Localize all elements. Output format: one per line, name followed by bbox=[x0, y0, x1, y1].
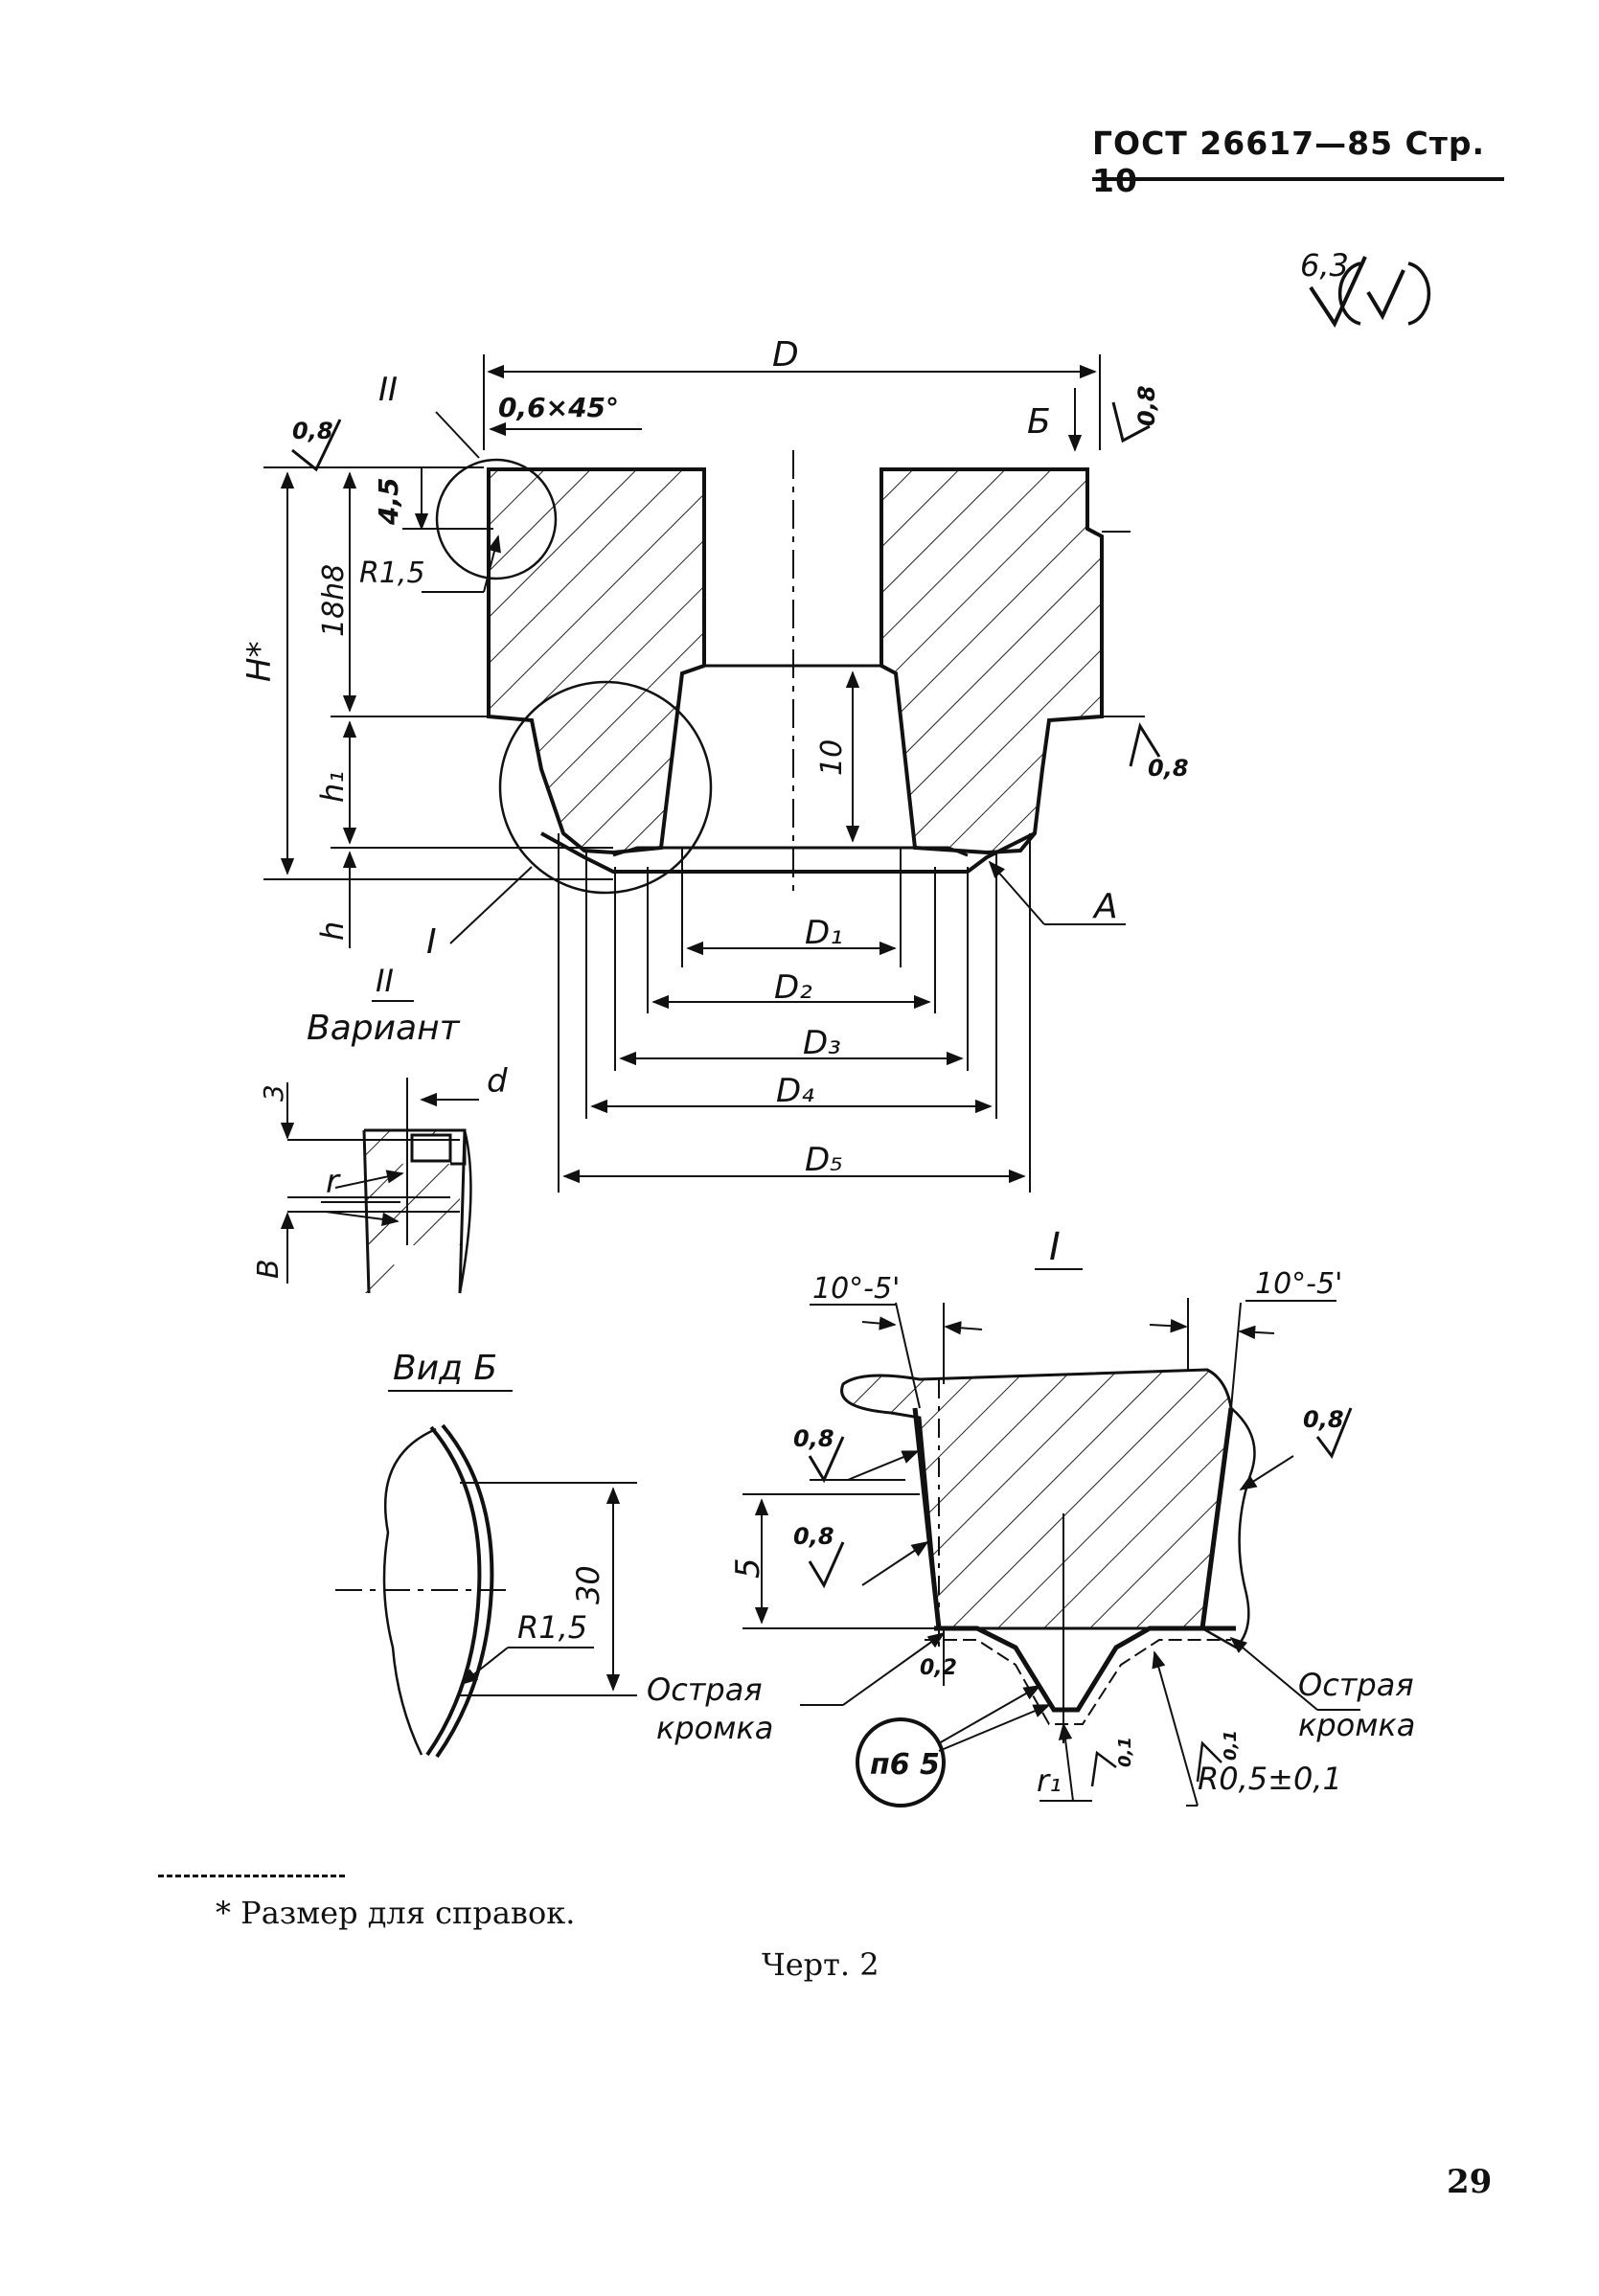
label-D2: D₂ bbox=[774, 968, 812, 1007]
label-I-main: I bbox=[426, 922, 437, 962]
label-h1: h₁ bbox=[314, 771, 351, 803]
detail-fit: п6 5 bbox=[870, 1748, 940, 1782]
detail-circle-I bbox=[498, 680, 713, 895]
label-rough-top-left: 0,8 bbox=[292, 418, 333, 444]
label-II-top: II bbox=[378, 371, 398, 409]
detail-r1: r₁ bbox=[1037, 1762, 1062, 1799]
detail-sharp-right-2: кромка bbox=[1298, 1707, 1415, 1743]
variant-title: Вариант bbox=[307, 1009, 461, 1048]
detail-tol-b: 0,1 bbox=[1221, 1730, 1241, 1761]
label-h: h bbox=[314, 921, 351, 941]
right-body bbox=[879, 467, 1104, 855]
detail-sharp-left-1: Острая bbox=[647, 1671, 763, 1708]
label-B-view: Б bbox=[1027, 402, 1051, 442]
detail-tol-a: 0,1 bbox=[1115, 1737, 1135, 1767]
left-body bbox=[487, 467, 706, 855]
detail-angle-right: 10°-5' bbox=[1255, 1267, 1342, 1301]
detail-sharp-left-2: кромка bbox=[656, 1710, 773, 1746]
variant-roman: II bbox=[376, 963, 394, 999]
label-H-star: H* bbox=[240, 641, 279, 682]
variant-r: r bbox=[326, 1163, 341, 1201]
label-D: D bbox=[772, 335, 799, 375]
detail-dim-5: 5 bbox=[729, 1557, 767, 1579]
variant-II-detail: II Вариант 3 d r B bbox=[252, 963, 508, 1294]
detail-rough-3: 0,8 bbox=[1303, 1406, 1344, 1433]
detail-rough-2: 0,8 bbox=[793, 1523, 834, 1550]
detail-I: I bbox=[647, 1225, 1415, 1807]
roughness-symbol-main: 6,3 bbox=[1300, 247, 1431, 329]
detail-dim-0-2: 0,2 bbox=[920, 1656, 957, 1680]
label-rough-top-right: 0,8 bbox=[1133, 385, 1160, 426]
detail-circle-II bbox=[435, 458, 558, 580]
label-10: 10 bbox=[815, 739, 849, 776]
figure-caption: Черт. 2 bbox=[762, 1946, 879, 1983]
label-R1-5-top: R1,5 bbox=[359, 557, 425, 590]
label-D5: D₅ bbox=[805, 1141, 843, 1179]
view-b-R1-5: R1,5 bbox=[517, 1609, 587, 1646]
fit-circle bbox=[856, 1717, 946, 1807]
footnote-rule bbox=[158, 1875, 345, 1877]
label-D4: D₄ bbox=[776, 1072, 814, 1110]
variant-dim-3: 3 bbox=[258, 1084, 289, 1102]
detail-I-title: I bbox=[1049, 1225, 1061, 1269]
label-18h8: 18h8 bbox=[317, 564, 351, 637]
label-D3: D₃ bbox=[803, 1024, 841, 1062]
label-A: A bbox=[1092, 887, 1118, 926]
view-b-dim-30: 30 bbox=[570, 1565, 606, 1604]
variant-B: B bbox=[252, 1259, 286, 1279]
view-B-detail: Вид Б 30 R1,5 bbox=[335, 1349, 637, 1759]
view-b-title: Вид Б bbox=[393, 1349, 497, 1388]
roughness-mark-right-mid bbox=[1129, 722, 1161, 767]
roughness-value: 6,3 bbox=[1300, 247, 1349, 284]
label-D1: D₁ bbox=[805, 914, 843, 952]
footnote: * Размер для справок. bbox=[216, 1895, 576, 1931]
roughness-mark-top-right bbox=[1111, 401, 1151, 443]
main-dimensions bbox=[263, 354, 1145, 1193]
detail-sharp-right-1: Острая bbox=[1298, 1667, 1414, 1703]
detail-rough-1: 0,8 bbox=[793, 1425, 834, 1452]
variant-d: d bbox=[487, 1062, 508, 1101]
detail-angle-left: 10°-5' bbox=[812, 1272, 900, 1306]
roughness-mark-top-left bbox=[291, 419, 342, 472]
page-number: 29 bbox=[1447, 2163, 1493, 2201]
detail-radius: R0,5±0,1 bbox=[1198, 1761, 1342, 1797]
header-rule bbox=[1092, 177, 1504, 181]
main-section bbox=[487, 450, 1104, 891]
label-4-5: 4,5 bbox=[373, 477, 404, 526]
label-chamfer: 0,6×45° bbox=[498, 392, 619, 423]
label-rough-right-mid: 0,8 bbox=[1148, 755, 1189, 782]
